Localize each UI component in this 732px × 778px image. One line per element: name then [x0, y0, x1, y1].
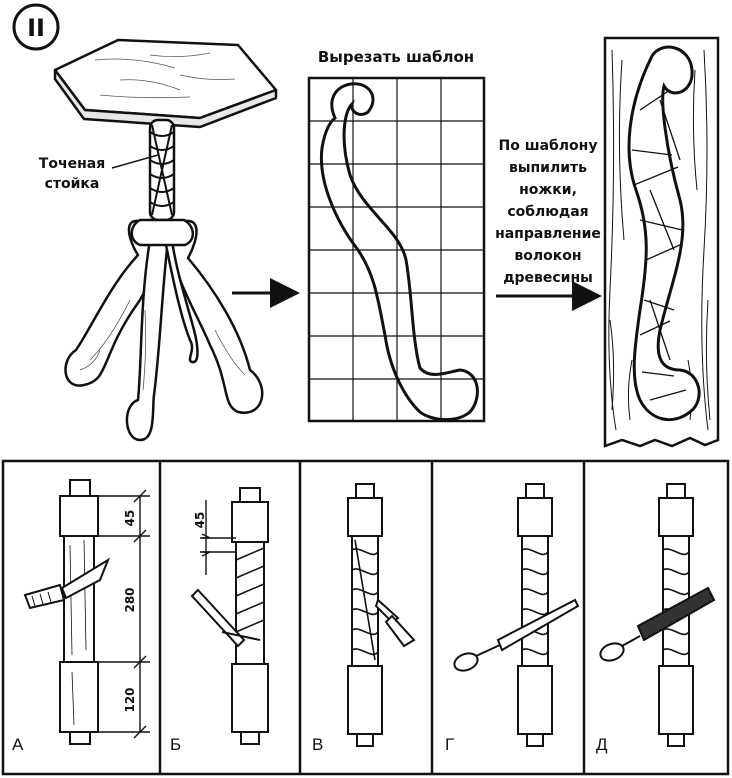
- wood-board-illustration: [603, 36, 720, 448]
- step-a-dim-2: 280: [123, 587, 137, 612]
- knife-icon: [23, 557, 111, 610]
- stand-leader-line: [111, 154, 159, 169]
- chisel-icon: [374, 598, 416, 648]
- step-g-panel: Г: [445, 483, 580, 754]
- board-leg-outline: [627, 45, 701, 422]
- instruction-line-5: направление: [495, 226, 601, 242]
- instruction-line-6: волокон: [514, 248, 581, 264]
- instruction-text: По шаблону выпилить ножки, соблюдая напр…: [495, 138, 601, 286]
- saw-icon: [190, 588, 261, 648]
- steps-frame: [1, 459, 730, 776]
- template-leg-outline: [319, 82, 479, 421]
- figure-number: II: [27, 14, 45, 42]
- step-b-dimension-lines: [200, 500, 236, 575]
- step-a-dim-3: 120: [123, 687, 137, 712]
- step-b-panel: 45 Б: [170, 487, 269, 754]
- step-g-label: Г: [445, 735, 454, 754]
- instruction-line-7: древесины: [503, 270, 593, 286]
- step-b-label: Б: [170, 735, 181, 754]
- stand-label-line1: Точеная: [39, 156, 105, 172]
- step-b-dim-1: 45: [193, 512, 207, 529]
- step-d-panel: Д: [596, 483, 716, 754]
- step-a-blank: [59, 479, 99, 745]
- step-d-label: Д: [596, 735, 608, 754]
- template-grid: [307, 76, 486, 423]
- step-v-blank: [347, 483, 383, 747]
- step-a-panel: 45 280 120 А: [12, 479, 150, 754]
- flat-file-icon: [599, 586, 716, 662]
- step-a-dimension-lines: [98, 489, 150, 739]
- step-a-dim-1: 45: [123, 510, 137, 527]
- step-a-label: А: [12, 735, 24, 754]
- stand-label-line2: стойка: [45, 176, 100, 192]
- figure-badge: II: [12, 3, 60, 51]
- instruction-line-4: соблюдая: [507, 204, 588, 220]
- pedestal-table-illustration: [53, 38, 278, 442]
- instruction-line-2: выпилить: [509, 160, 587, 176]
- round-file-icon: [453, 598, 580, 672]
- step-v-panel: В: [312, 483, 416, 754]
- step-g-blank: [517, 483, 553, 747]
- instruction-line-3: ножки,: [519, 182, 577, 198]
- step-b-blank: [231, 487, 269, 745]
- template-title: Вырезать шаблон: [318, 48, 474, 66]
- instruction-line-1: По шаблону: [499, 138, 598, 154]
- step-v-label: В: [312, 735, 323, 754]
